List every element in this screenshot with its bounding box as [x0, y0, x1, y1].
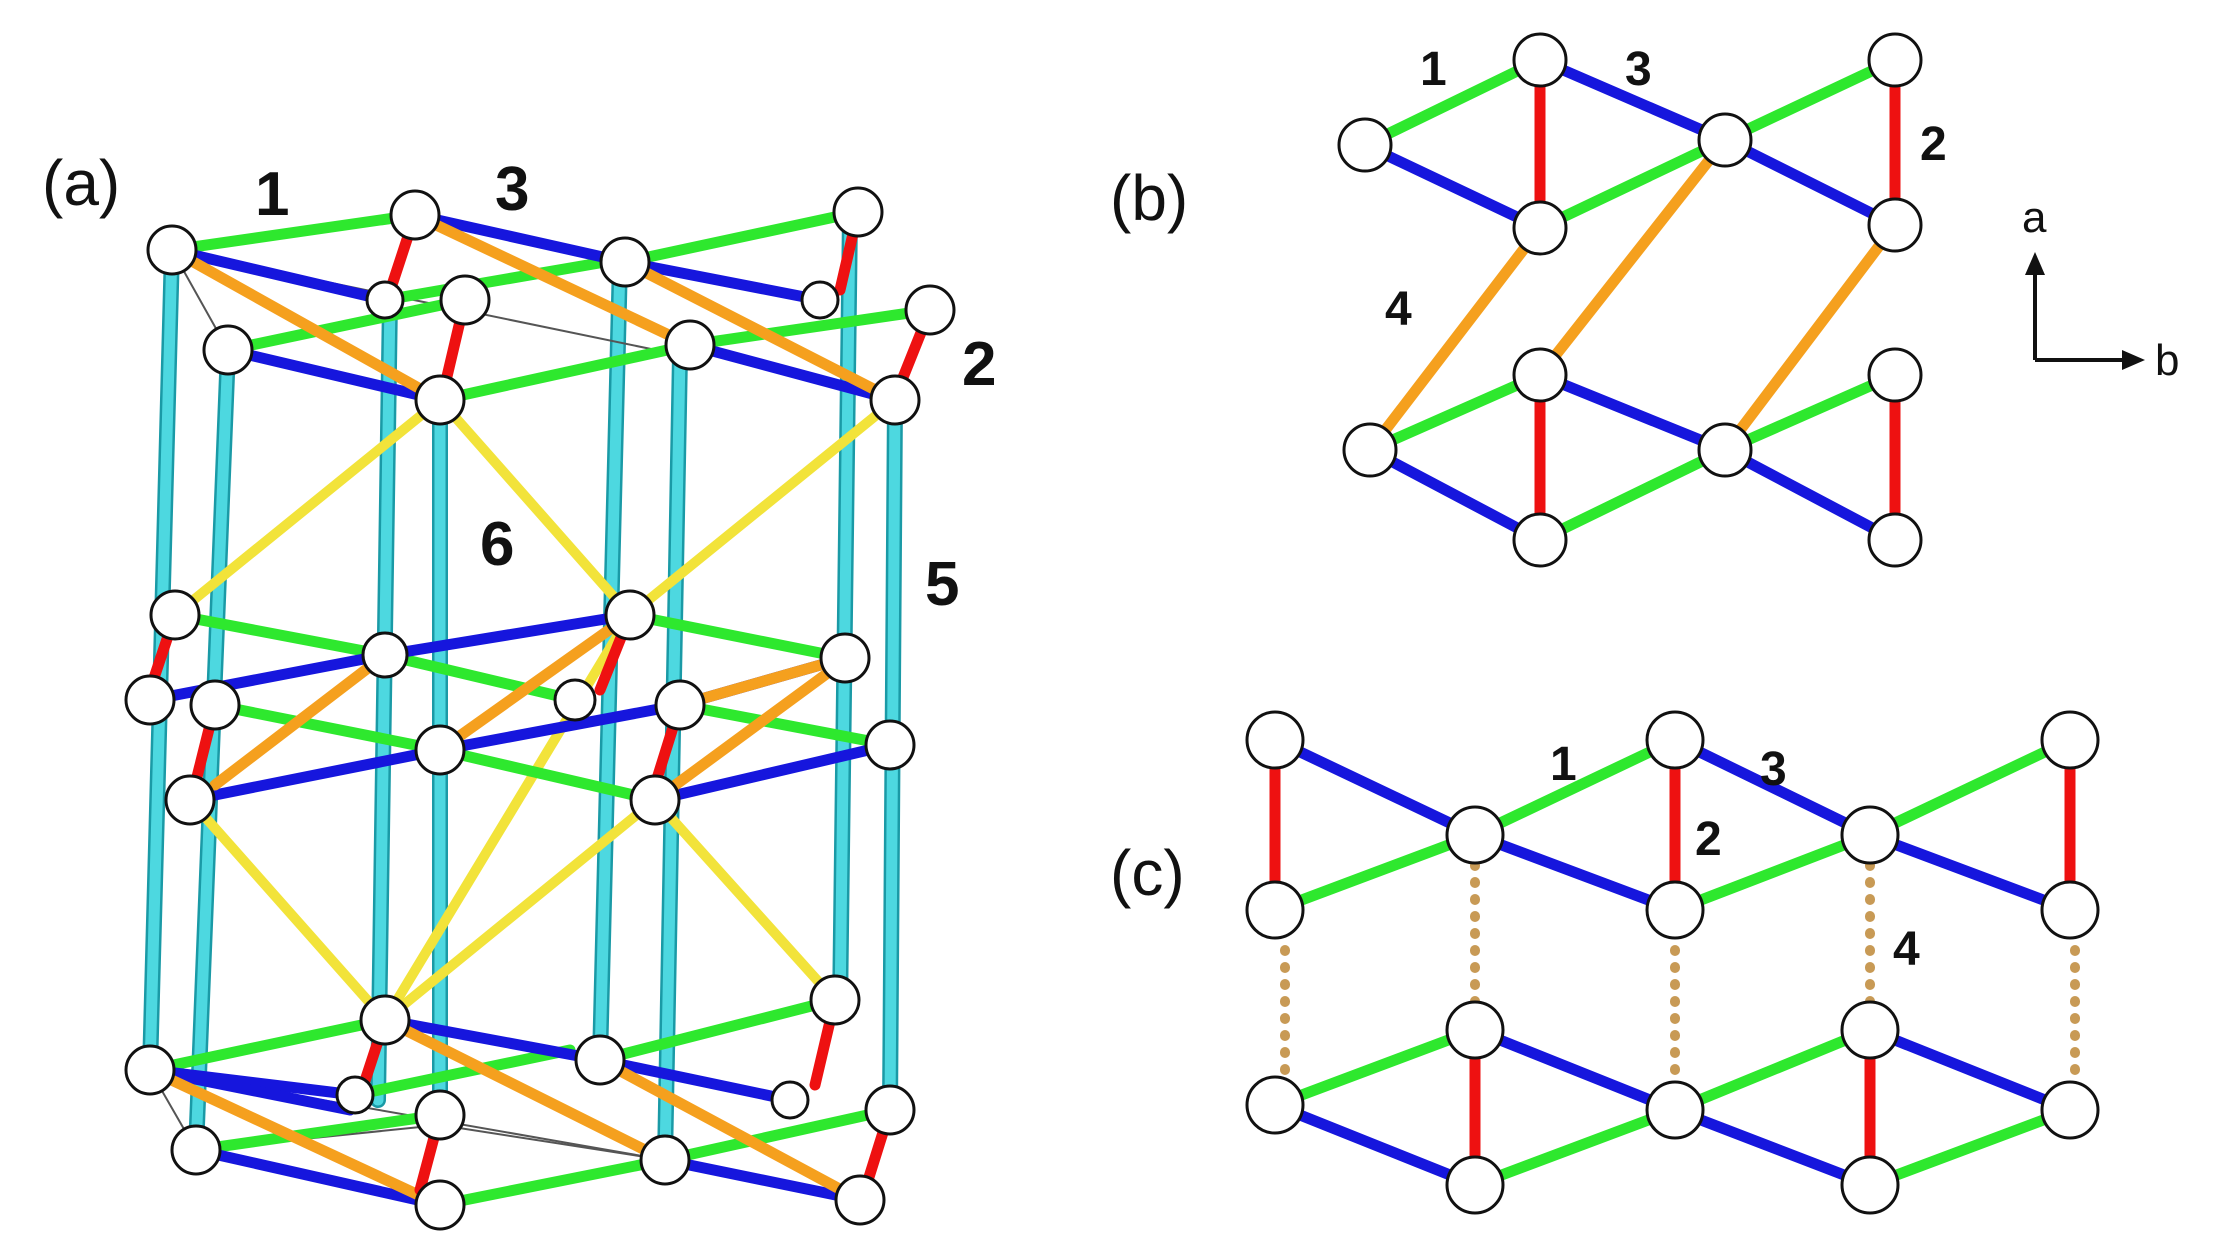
axis-indicator	[2025, 252, 2145, 370]
panel-b: (b) 1 3 2 4 a b	[1110, 32, 2179, 568]
panel-a-bond-label-5: 5	[925, 550, 959, 619]
panel-b-label: (b)	[1110, 162, 1188, 234]
panel-a-bond-label-2: 2	[962, 330, 996, 399]
middle-layer-bonds	[144, 609, 896, 806]
diagonals-bond-6	[170, 395, 900, 1025]
panel-c-bond-label-3: 3	[1760, 743, 1787, 796]
panel-b-bond-label-4: 4	[1385, 283, 1412, 336]
panel-c-dotted-bonds-4	[1280, 860, 2080, 1095]
axis-label-a: a	[2022, 193, 2047, 242]
panel-c-bond-label-1: 1	[1550, 738, 1577, 791]
panel-a-bond-label-1: 1	[255, 160, 289, 229]
panel-c-bond-label-2: 2	[1695, 813, 1722, 866]
panel-b-bonds	[1359, 54, 1901, 546]
panel-b-bond-label-1: 1	[1420, 43, 1447, 96]
thin-edges	[149, 249, 931, 1162]
panel-a-bond-label-3: 3	[495, 155, 529, 224]
panel-a-atoms	[124, 186, 956, 1231]
panel-c: (c) 1 3 2 4	[1110, 710, 2100, 1215]
panel-b-bond-label-3: 3	[1625, 43, 1652, 96]
top-layer-bonds	[166, 206, 936, 406]
panel-a-bond-label-6: 6	[480, 510, 514, 579]
panel-b-bond-label-2: 2	[1920, 118, 1947, 171]
axis-label-b: b	[2155, 336, 2179, 385]
panel-b-atoms	[1337, 32, 1923, 568]
panel-c-bond-label-4: 4	[1893, 923, 1920, 976]
panel-c-label: (c)	[1110, 837, 1185, 909]
panel-a-label: (a)	[42, 147, 120, 219]
panel-a: (a) 1 3 2 6 5	[42, 147, 996, 1231]
panel-c-atoms	[1245, 710, 2100, 1215]
